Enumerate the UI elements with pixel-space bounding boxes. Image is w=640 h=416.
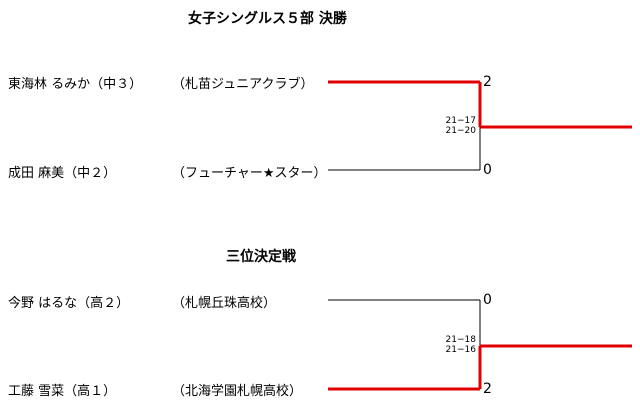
third-top-score: 0 <box>483 292 492 308</box>
final-title: 女子シングルス５部 決勝 <box>188 11 347 27</box>
third-bottom-player: 工藤 雪菜（高１） <box>8 384 117 399</box>
final-bottom-score: 0 <box>483 162 492 178</box>
third-set-1: 21−18 <box>445 335 476 345</box>
final-bottom-team: （フューチャー★スター） <box>172 166 327 181</box>
third-set-2: 21−16 <box>445 345 476 355</box>
final-bottom-player: 成田 麻美（中２） <box>8 166 117 181</box>
final-top-player: 東海林 るみか（中３） <box>8 77 143 92</box>
third-top-team: （札幌丘珠高校） <box>172 296 277 311</box>
final-top-score: 2 <box>483 74 492 90</box>
final-set-2: 21−20 <box>445 126 476 136</box>
third-bottom-score: 2 <box>483 381 492 397</box>
final-set-1: 21−17 <box>445 116 476 126</box>
final-top-team: （札苗ジュニアクラブ） <box>172 77 314 92</box>
third-set-scores: 21−18 21−16 <box>436 335 476 355</box>
third-title: 三位決定戦 <box>226 249 296 265</box>
third-top-player: 今野 はるな（高２） <box>8 296 130 311</box>
final-set-scores: 21−17 21−20 <box>436 116 476 136</box>
third-bottom-team: （北海学園札幌高校） <box>172 384 303 399</box>
